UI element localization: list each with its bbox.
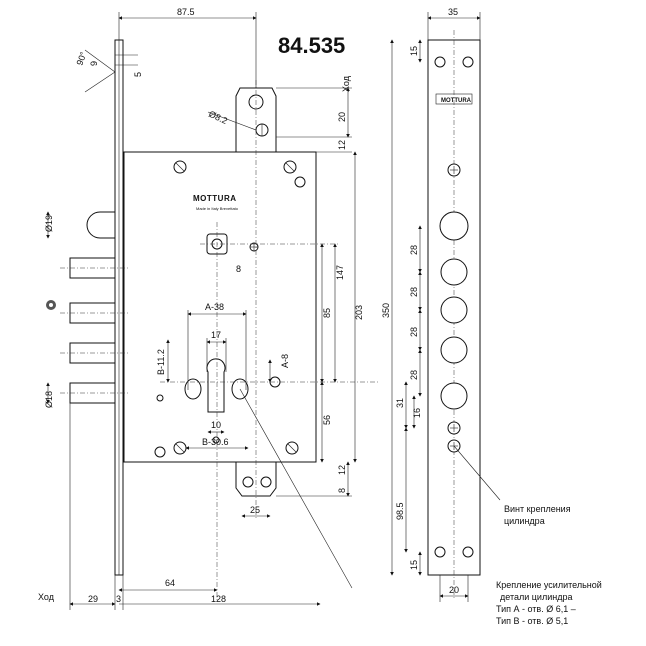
dim-s31: 31 xyxy=(395,398,405,408)
dim-side-width: 35 xyxy=(448,7,458,17)
dim-12-top: 12 xyxy=(337,140,347,150)
dim-85: 85 xyxy=(322,308,332,318)
dim-128: 128 xyxy=(211,594,226,604)
dim-s28-2: 28 xyxy=(409,287,419,297)
dim-a8: A-8 xyxy=(280,354,290,368)
dim-b112: B-11.2 xyxy=(156,349,166,375)
dim-s16: 16 xyxy=(412,408,422,418)
dim-64: 64 xyxy=(165,578,175,588)
dim-a38: A-38 xyxy=(205,302,224,312)
side-brand-label: MOTTURA xyxy=(441,98,472,104)
dim-s28-4: 28 xyxy=(409,370,419,380)
dim-350: 350 xyxy=(381,303,391,318)
note-screw-line2: цилиндра xyxy=(504,516,545,526)
dim-angle: 90° xyxy=(74,50,88,67)
stroke-label-bottom: Ход xyxy=(38,592,55,602)
cylinder-profile xyxy=(206,358,226,413)
note-reinf-line2: детали цилиндра xyxy=(500,592,572,602)
dim-hole-82: Ø8.2 xyxy=(207,109,229,126)
dim-s985: 98.5 xyxy=(395,502,405,520)
dim-17: 17 xyxy=(211,330,221,340)
dim-3: 3 xyxy=(116,594,121,604)
dim-20-top: 20 xyxy=(337,112,347,122)
dim-10: 10 xyxy=(211,420,221,430)
dim-8-bot: 8 xyxy=(337,488,347,493)
dead-bolts xyxy=(60,257,130,404)
bottom-tab xyxy=(235,462,277,497)
dim-12-bot: 12 xyxy=(337,465,347,475)
model-number: 84.535 xyxy=(278,33,345,58)
dim-d19: Ø19 xyxy=(44,215,54,232)
dim-s28-3: 28 xyxy=(409,327,419,337)
latch-bolt xyxy=(86,211,115,239)
dim-s28-1: 28 xyxy=(409,245,419,255)
note-reinf-line1: Крепление усилительной xyxy=(496,580,602,590)
dim-pin-5: 5 xyxy=(133,72,143,77)
dim-sq8: 8 xyxy=(236,264,241,274)
note-screw-line1: Винт крепления xyxy=(504,504,571,514)
dim-s15-top: 15 xyxy=(409,46,419,56)
dim-top-width: 87.5 xyxy=(177,7,195,17)
dim-203: 203 xyxy=(354,305,364,320)
brand-subtitle: Made in Italy Brevettato xyxy=(196,206,239,211)
dim-pin-diam: 9 xyxy=(89,61,99,66)
dim-s15-bot: 15 xyxy=(409,560,419,570)
lock-case xyxy=(123,151,317,463)
dim-25: 25 xyxy=(250,505,260,515)
side-view: 35 MOTTURA 15 28 28 28 28 xyxy=(395,7,501,602)
dim-s20: 20 xyxy=(449,585,459,595)
stroke-label-top: Ход xyxy=(341,75,351,92)
brand-label: MOTTURA xyxy=(193,194,237,203)
dim-56: 56 xyxy=(322,415,332,425)
front-view: MOTTURA Made in Italy Brevettato xyxy=(38,7,394,610)
note-reinf-line4: Тип В - отв. Ø 5,1 xyxy=(496,616,568,626)
side-latch xyxy=(439,211,469,241)
note-reinf-line3: Тип А - отв. Ø 6,1 – xyxy=(496,604,576,614)
dim-d18: Ø18 xyxy=(44,391,54,408)
dim-b306: B-30.6 xyxy=(202,437,229,447)
dim-29: 29 xyxy=(88,594,98,604)
dim-147: 147 xyxy=(335,265,345,280)
